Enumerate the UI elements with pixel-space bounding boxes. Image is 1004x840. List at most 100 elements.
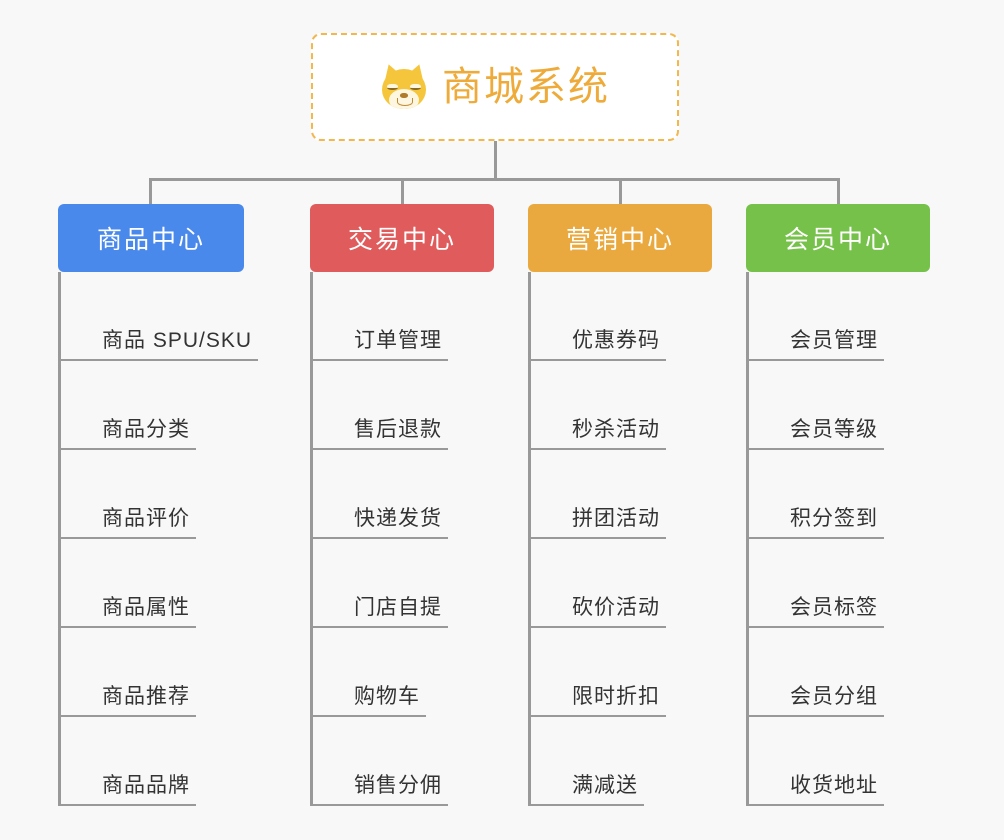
category-label: 营销中心: [565, 226, 674, 254]
connector-category-3: [837, 178, 840, 204]
list-item-label: 商品品牌: [96, 774, 196, 806]
list-item-label: 会员分组: [784, 685, 884, 717]
list-item[interactable]: 销售分佣: [310, 717, 448, 806]
list-item-label: 订单管理: [348, 329, 448, 361]
category-spine-0: [58, 272, 61, 806]
category-items-1: 订单管理 售后退款 快递发货 门店自提 购物车 销售分佣: [310, 272, 448, 806]
connector-category-0: [149, 178, 152, 204]
leaf-connector: [749, 359, 784, 361]
category-label: 商品中心: [96, 226, 205, 254]
list-item[interactable]: 会员管理: [746, 272, 884, 361]
leaf-connector: [531, 448, 566, 450]
list-item-label: 满减送: [566, 774, 644, 806]
list-item[interactable]: 会员等级: [746, 361, 884, 450]
category-items-3: 会员管理 会员等级 积分签到 会员标签 会员分组 收货地址: [746, 272, 884, 806]
root-node[interactable]: 商城系统: [311, 33, 679, 141]
list-item-label: 商品 SPU/SKU: [96, 329, 259, 361]
list-item-label: 销售分佣: [348, 774, 448, 806]
list-item[interactable]: 商品推荐: [58, 628, 258, 717]
connector-category-2: [619, 178, 622, 204]
leaf-connector: [61, 537, 96, 539]
list-item[interactable]: 购物车: [310, 628, 448, 717]
list-item-label: 会员标签: [784, 596, 884, 628]
leaf-connector: [749, 715, 784, 717]
list-item[interactable]: 拼团活动: [528, 450, 666, 539]
leaf-connector: [313, 626, 348, 628]
list-item-label: 拼团活动: [566, 507, 666, 539]
category-spine-2: [528, 272, 531, 806]
list-item[interactable]: 门店自提: [310, 539, 448, 628]
leaf-connector: [531, 804, 566, 806]
list-item-label: 限时折扣: [566, 685, 666, 717]
category-header-会员中心[interactable]: 会员中心: [746, 204, 930, 272]
category-column-3: 会员中心 会员管理 会员等级 积分签到 会员标签 会员分组 收货地址: [746, 204, 930, 806]
leaf-connector: [531, 359, 566, 361]
list-item[interactable]: 快递发货: [310, 450, 448, 539]
shiba-dog-icon: [380, 61, 428, 110]
leaf-connector: [531, 715, 566, 717]
leaf-connector: [61, 804, 96, 806]
list-item-label: 商品评价: [96, 507, 196, 539]
category-header-营销中心[interactable]: 营销中心: [528, 204, 712, 272]
list-item[interactable]: 商品 SPU/SKU: [58, 272, 259, 361]
list-item-label: 会员等级: [784, 418, 884, 450]
leaf-connector: [749, 448, 784, 450]
leaf-connector: [749, 804, 784, 806]
leaf-connector: [61, 359, 96, 361]
list-item[interactable]: 限时折扣: [528, 628, 666, 717]
list-item-label: 积分签到: [784, 507, 884, 539]
list-item-label: 商品分类: [96, 418, 196, 450]
list-item[interactable]: 积分签到: [746, 450, 884, 539]
list-item-label: 会员管理: [784, 329, 884, 361]
list-item[interactable]: 满减送: [528, 717, 666, 806]
list-item[interactable]: 会员标签: [746, 539, 884, 628]
category-spine-1: [310, 272, 313, 806]
category-items-2: 优惠券码 秒杀活动 拼团活动 砍价活动 限时折扣 满减送: [528, 272, 666, 806]
list-item-label: 购物车: [348, 685, 426, 717]
connector-root-vertical: [494, 141, 497, 180]
category-column-1: 交易中心 订单管理 售后退款 快递发货 门店自提 购物车 销售分佣: [310, 204, 494, 806]
leaf-connector: [313, 537, 348, 539]
category-header-商品中心[interactable]: 商品中心: [58, 204, 244, 272]
category-label: 会员中心: [783, 226, 892, 254]
list-item[interactable]: 订单管理: [310, 272, 448, 361]
list-item[interactable]: 秒杀活动: [528, 361, 666, 450]
list-item-label: 商品属性: [96, 596, 196, 628]
leaf-connector: [61, 715, 96, 717]
list-item-label: 秒杀活动: [566, 418, 666, 450]
leaf-connector: [749, 626, 784, 628]
list-item-label: 商品推荐: [96, 685, 196, 717]
leaf-connector: [61, 448, 96, 450]
list-item-label: 收货地址: [784, 774, 884, 806]
category-column-2: 营销中心 优惠券码 秒杀活动 拼团活动 砍价活动 限时折扣 满减送: [528, 204, 712, 806]
leaf-connector: [749, 537, 784, 539]
category-label: 交易中心: [347, 226, 456, 254]
connector-horizontal-bus: [149, 178, 839, 181]
leaf-connector: [61, 626, 96, 628]
category-column-0: 商品中心 商品 SPU/SKU 商品分类 商品评价 商品属性 商品推荐 商品品牌: [58, 204, 259, 806]
list-item[interactable]: 商品品牌: [58, 717, 258, 806]
list-item[interactable]: 收货地址: [746, 717, 884, 806]
leaf-connector: [313, 359, 348, 361]
list-item[interactable]: 商品分类: [58, 361, 258, 450]
list-item[interactable]: 优惠券码: [528, 272, 666, 361]
list-item-label: 门店自提: [348, 596, 448, 628]
connector-category-1: [401, 178, 404, 204]
leaf-connector: [531, 626, 566, 628]
list-item-label: 砍价活动: [566, 596, 666, 628]
list-item[interactable]: 商品属性: [58, 539, 258, 628]
list-item[interactable]: 商品评价: [58, 450, 258, 539]
list-item-label: 快递发货: [348, 507, 448, 539]
list-item-label: 售后退款: [348, 418, 448, 450]
leaf-connector: [313, 804, 348, 806]
list-item[interactable]: 会员分组: [746, 628, 884, 717]
list-item[interactable]: 售后退款: [310, 361, 448, 450]
category-items-0: 商品 SPU/SKU 商品分类 商品评价 商品属性 商品推荐 商品品牌: [58, 272, 259, 806]
leaf-connector: [313, 448, 348, 450]
category-spine-3: [746, 272, 749, 806]
list-item-label: 优惠券码: [566, 329, 666, 361]
leaf-connector: [313, 715, 348, 717]
category-header-交易中心[interactable]: 交易中心: [310, 204, 494, 272]
list-item[interactable]: 砍价活动: [528, 539, 666, 628]
